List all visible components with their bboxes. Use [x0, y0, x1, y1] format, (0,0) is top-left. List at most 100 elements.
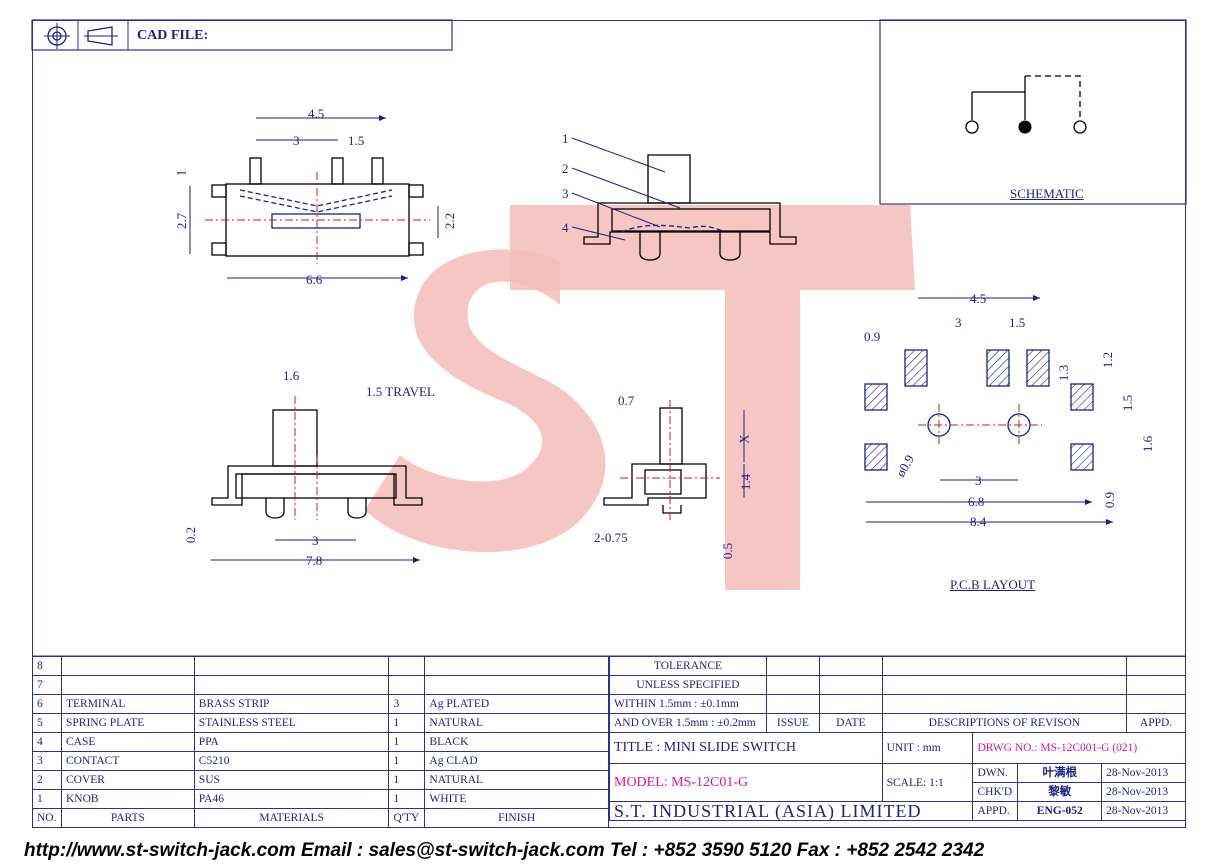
dwn-label: DWN.: [972, 763, 1019, 783]
dim-top-4-5: 4.5: [308, 106, 325, 121]
bom-finish: NATURAL: [424, 713, 609, 733]
bom-material: PPA: [193, 732, 390, 752]
dim-end-0-7: 0.7: [618, 393, 635, 408]
bom-row: 8: [32, 656, 609, 676]
unit-label: UNIT : mm: [881, 732, 974, 764]
bom-finish: Ag PLATED: [424, 694, 609, 714]
bom-part: [60, 656, 195, 676]
watermark-letter-t: [510, 205, 915, 590]
tolerance-subtitle: UNLESS SPECIFIED: [609, 675, 767, 695]
contact-footer: http://www.st-switch-jack.com Email : sa…: [24, 840, 985, 861]
dim-top-1-5: 1.5: [348, 133, 365, 148]
front-view: [211, 396, 423, 520]
bom-material: BRASS STRIP: [193, 694, 390, 714]
revision-issue-header: ISSUE: [765, 713, 820, 733]
chk-name: 黎敏: [1017, 782, 1103, 802]
bom-qty: 1: [388, 789, 426, 809]
dim-pcb-0-9-left: 0.9: [864, 329, 881, 344]
dim-end-0-5: 0.5: [720, 542, 736, 560]
tolerance-within: WITHIN 1.5mm : ±0.1mm: [609, 694, 767, 714]
bom-no: 3: [32, 751, 62, 771]
pcb-title: P.C.B LAYOUT: [950, 577, 1036, 592]
dim-top-6-6: 6.6: [306, 272, 323, 287]
dwn-date: 28-Nov-2013: [1101, 763, 1186, 783]
dim-pcb-1-2: 1.2: [1100, 351, 1116, 369]
bom-finish: NATURAL: [424, 770, 609, 790]
dim-end-1-4: 1.4: [738, 473, 754, 491]
tolerance-title: TOLERANCE: [609, 656, 767, 676]
scale-label: SCALE: 1:1: [881, 763, 974, 802]
projection-cone-icon: [84, 26, 118, 46]
dimension-lines: [189, 115, 1113, 563]
bom-no: 6: [32, 694, 62, 714]
revision-table: TOLERANCE UNLESS SPECIFIED WITHIN 1.5mm …: [609, 656, 1186, 733]
callout-2: 2: [562, 161, 569, 176]
dim-front-travel: 1.5 TRAVEL: [366, 384, 435, 399]
bom-material: [193, 675, 390, 695]
st-watermark: [365, 205, 915, 590]
dim-pcb-4-5: 4.5: [970, 291, 987, 306]
revision-date-header: DATE: [818, 713, 883, 733]
dim-pcb-1-3: 1.3: [1056, 364, 1072, 382]
bom-part: COVER: [60, 770, 195, 790]
bom-finish: BLACK: [424, 732, 609, 752]
bom-part: KNOB: [60, 789, 195, 809]
dim-front-1-6: 1.6: [283, 368, 300, 383]
dim-pcb-1-6: 1.6: [1140, 435, 1156, 453]
bom-no: 8: [32, 656, 62, 676]
projection-circle-icon: [44, 23, 70, 49]
bom-row: 7: [32, 675, 609, 695]
bom-part: CASE: [60, 732, 195, 752]
bom-material: [193, 656, 390, 676]
bom-finish: [424, 656, 609, 676]
bom-no: 2: [32, 770, 62, 790]
end-view: [603, 400, 720, 520]
side-view: [571, 137, 797, 261]
chk-label: CHK'D: [972, 782, 1019, 802]
bom-header-no: NO.: [32, 808, 62, 828]
dim-top-2-7: 2.7: [174, 212, 190, 230]
dim-end-2-0-75: 2-0.75: [594, 530, 628, 545]
bom-no: 1: [32, 789, 62, 809]
bom-part: CONTACT: [60, 751, 195, 771]
callout-1: 1: [562, 131, 569, 146]
callout-3: 3: [562, 186, 569, 201]
dim-top-2-2: 2.2: [442, 212, 458, 230]
tolerance-over: AND OVER 1.5mm : ±0.2mm: [609, 713, 767, 733]
dim-top-3: 3: [293, 133, 300, 148]
appd-name: ENG-052: [1017, 801, 1103, 821]
watermark-letter-s: [365, 249, 606, 553]
bom-material: PA46: [193, 789, 390, 809]
revision-appd-header: APPD.: [1126, 713, 1186, 733]
bom-header-qty: Q'TY: [388, 808, 426, 828]
dim-pcb-3-bottom: 3: [975, 473, 982, 488]
bom-qty: 1: [388, 770, 426, 790]
dim-pcb-1-5: 1.5: [1009, 315, 1026, 330]
bom-material: STAINLESS STEEL: [193, 713, 390, 733]
appd-label: APPD.: [972, 801, 1019, 821]
bom-no: 7: [32, 675, 62, 695]
bom-qty: [388, 656, 426, 676]
schematic-box: [879, 19, 1187, 205]
dim-pcb-6-8: 6.8: [968, 494, 985, 509]
bom-part: [60, 675, 195, 695]
callout-4: 4: [562, 220, 569, 235]
bom-no: 5: [32, 713, 62, 733]
bom-material: C5210: [193, 751, 390, 771]
dim-top-1: 1: [173, 169, 189, 177]
bom-no: 4: [32, 732, 62, 752]
dim-front-0-2: 0.2: [183, 526, 199, 544]
bom-header-parts: PARTS: [60, 808, 195, 828]
bom-qty: 1: [388, 713, 426, 733]
bom-part: SPRING PLATE: [60, 713, 195, 733]
chk-date: 28-Nov-2013: [1101, 782, 1186, 802]
drawing-number: DRWG NO.: MS-12C001-G (021): [972, 732, 1186, 764]
top-view: [205, 157, 430, 264]
bom-finish: Ag CLAD: [424, 751, 609, 771]
cad-file-label: CAD FILE:: [137, 28, 209, 43]
